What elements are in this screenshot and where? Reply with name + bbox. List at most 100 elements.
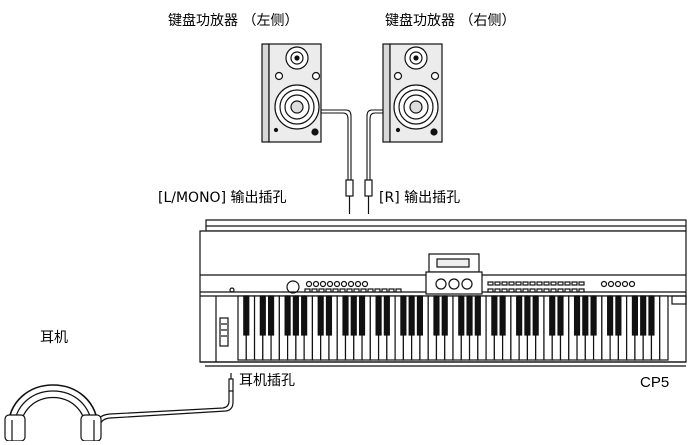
panel-knob xyxy=(305,280,313,288)
black-key xyxy=(350,295,357,336)
panel-knob xyxy=(319,280,327,288)
panel-button xyxy=(571,281,578,286)
panel-knob xyxy=(607,280,615,288)
black-key xyxy=(317,295,324,336)
panel-knob xyxy=(333,280,341,288)
panel-knob xyxy=(614,280,622,288)
panel-button xyxy=(557,288,564,293)
panel-knob xyxy=(312,280,320,288)
panel-button xyxy=(564,288,571,293)
headphones xyxy=(4,384,102,442)
panel-button xyxy=(494,288,501,293)
panel-button xyxy=(367,288,374,293)
black-key xyxy=(433,295,440,336)
panel-button xyxy=(374,288,381,293)
panel-button xyxy=(360,288,367,293)
panel-knob xyxy=(600,280,608,288)
black-key xyxy=(590,295,597,336)
panel-button xyxy=(543,281,550,286)
black-key xyxy=(441,295,448,336)
panel-knob xyxy=(361,280,369,288)
panel-buttons xyxy=(304,280,636,293)
speaker-cables xyxy=(318,109,390,180)
panel-button xyxy=(529,281,536,286)
black-key xyxy=(375,295,382,336)
panel-button xyxy=(557,281,564,286)
panel-button xyxy=(318,288,325,293)
panel-button xyxy=(501,281,508,286)
black-key xyxy=(491,295,498,336)
black-key xyxy=(325,295,333,336)
black-key xyxy=(615,295,622,336)
black-key xyxy=(342,295,349,336)
black-key xyxy=(631,295,639,336)
panel-knob xyxy=(326,280,334,288)
black-key xyxy=(268,295,275,336)
panel-button xyxy=(536,288,543,293)
black-key xyxy=(416,295,424,336)
panel-button xyxy=(550,281,557,286)
panel-button xyxy=(388,288,395,293)
black-key xyxy=(284,295,291,336)
white-key xyxy=(659,295,669,361)
speaker-right-label: 键盘功放器 （右侧） xyxy=(385,13,516,29)
black-key xyxy=(573,295,581,336)
model-label: CP5 xyxy=(640,374,670,391)
panel-button xyxy=(550,288,557,293)
keyboard-keys xyxy=(237,295,669,361)
panel-knob xyxy=(628,280,636,288)
panel-button xyxy=(487,288,494,293)
panel-button xyxy=(522,288,529,293)
speaker-right xyxy=(382,43,443,143)
black-key xyxy=(408,295,415,336)
panel-button xyxy=(536,281,543,286)
panel-button xyxy=(564,281,571,286)
panel-button xyxy=(332,288,339,293)
panel-button xyxy=(395,288,402,293)
panel-button xyxy=(522,281,529,286)
panel-button xyxy=(494,281,501,286)
panel-button xyxy=(515,288,522,293)
black-key xyxy=(458,295,465,336)
panel-button xyxy=(381,288,388,293)
black-key xyxy=(358,295,366,336)
speaker-left xyxy=(261,43,322,143)
black-key xyxy=(259,295,266,336)
black-key xyxy=(383,295,390,336)
black-key xyxy=(474,295,481,336)
headphone-jack-label: 耳机插孔 xyxy=(239,373,295,389)
panel-button xyxy=(529,288,536,293)
panel-button xyxy=(325,288,332,293)
panel-button xyxy=(353,288,360,293)
black-key xyxy=(243,295,250,336)
black-key xyxy=(549,295,556,336)
panel-button xyxy=(508,288,515,293)
black-key xyxy=(400,295,407,336)
speaker-left-label: 键盘功放器 （左侧） xyxy=(168,13,299,29)
panel-knob xyxy=(347,280,355,288)
output-left-label: [L/MONO] 输出插孔 xyxy=(158,190,287,206)
panel-button xyxy=(508,281,515,286)
black-key xyxy=(532,295,539,336)
black-key xyxy=(557,295,564,336)
panel-knob xyxy=(354,280,362,288)
black-key xyxy=(582,295,589,336)
panel-knob xyxy=(621,280,629,288)
headphones-label: 耳机 xyxy=(40,330,68,346)
black-key xyxy=(301,295,308,336)
black-key xyxy=(524,295,531,336)
panel-button xyxy=(515,281,522,286)
black-key xyxy=(466,295,473,336)
panel-button xyxy=(304,288,311,293)
panel-button xyxy=(571,288,578,293)
panel-knob xyxy=(340,280,348,288)
panel-button xyxy=(311,288,318,293)
black-key xyxy=(640,295,647,336)
panel-button xyxy=(339,288,346,293)
black-key xyxy=(499,295,506,336)
black-key xyxy=(516,295,523,336)
headphone-cable xyxy=(94,373,234,441)
panel-button xyxy=(501,288,508,293)
output-plugs xyxy=(345,179,373,214)
panel-button xyxy=(578,281,585,286)
